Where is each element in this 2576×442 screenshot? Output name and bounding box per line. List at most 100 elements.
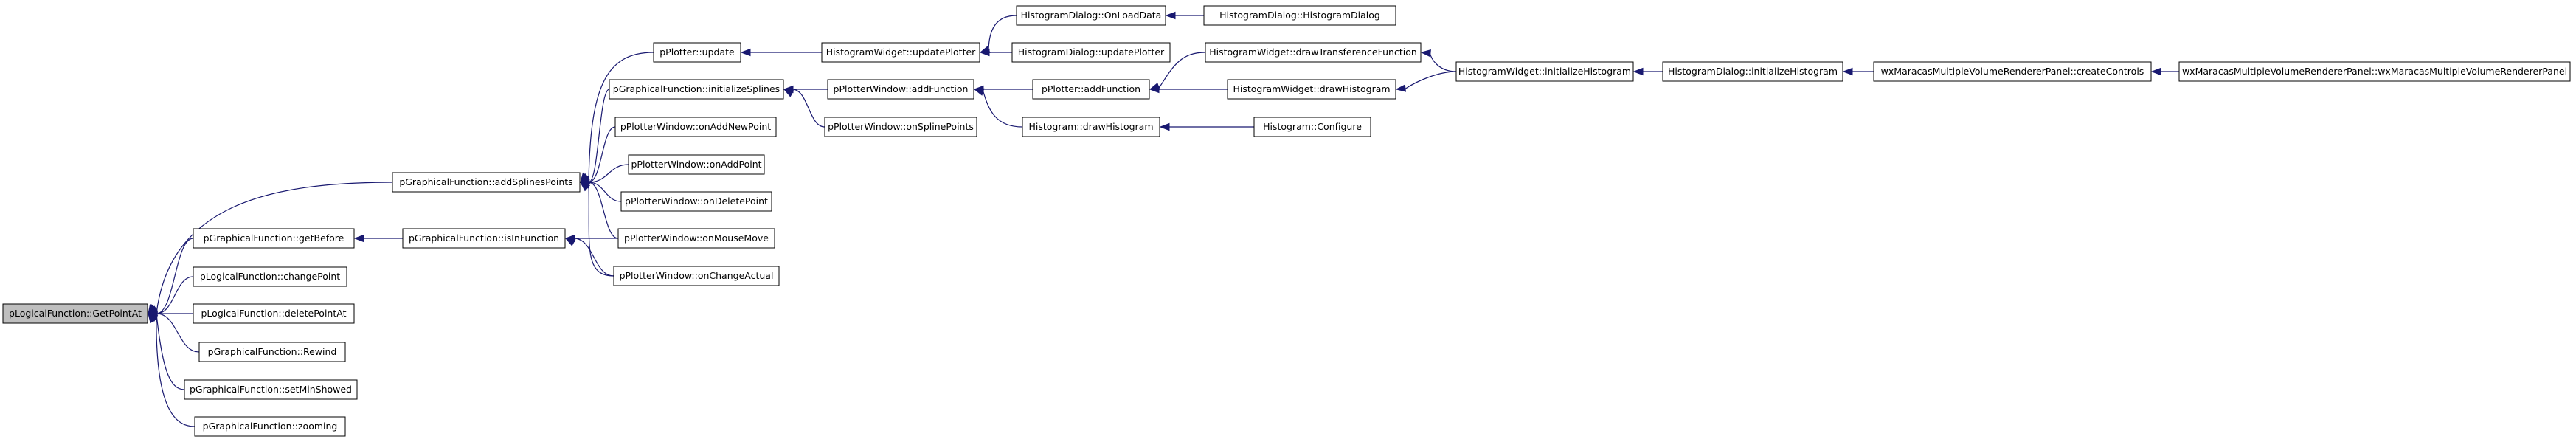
node-box[interactable] xyxy=(1873,61,2152,82)
edge-arrowhead xyxy=(1842,67,1853,76)
edge-arrowhead xyxy=(783,89,794,97)
edge-line xyxy=(588,164,629,183)
call-edge xyxy=(1632,67,1663,76)
node-box[interactable] xyxy=(184,379,358,400)
node-label: HistogramWidget::updatePlotter xyxy=(826,46,976,58)
node-changepoint[interactable]: pLogicalFunction::changePoint xyxy=(193,266,347,287)
call-edge xyxy=(2150,67,2179,76)
node-box[interactable] xyxy=(1203,5,1396,26)
node-label: pLogicalFunction::changePoint xyxy=(200,271,340,282)
call-edge xyxy=(579,182,614,277)
node-onaddpoint[interactable]: pPlotterWindow::onAddPoint xyxy=(628,154,765,175)
node-label: pPlotterWindow::onSplinePoints xyxy=(828,121,974,132)
node-label: HistogramWidget::drawTransferenceFunctio… xyxy=(1209,46,1417,58)
node-wx-createcontrols[interactable]: wxMaracasMultipleVolumeRendererPanel::cr… xyxy=(1873,61,2152,82)
node-box[interactable] xyxy=(1662,61,1843,82)
node-onsplinepoints[interactable]: pPlotterWindow::onSplinePoints xyxy=(824,117,977,137)
edge-line xyxy=(988,15,1017,53)
call-edge xyxy=(564,238,614,277)
node-getpointat[interactable]: pLogicalFunction::GetPointAt xyxy=(2,303,148,324)
node-box[interactable] xyxy=(620,191,772,212)
edge-arrowhead xyxy=(979,48,990,57)
node-getbefore[interactable]: pGraphicalFunction::getBefore xyxy=(193,228,355,249)
node-wx-ctor[interactable]: wxMaracasMultipleVolumeRendererPanel::wx… xyxy=(2178,61,2571,82)
node-box[interactable] xyxy=(827,79,974,100)
node-box[interactable] xyxy=(198,342,346,362)
node-box[interactable] xyxy=(1032,79,1150,100)
edge-line xyxy=(588,182,619,239)
node-hw-updateplotter[interactable]: HistogramWidget::updatePlotter xyxy=(821,42,980,63)
node-hd-ctor[interactable]: HistogramDialog::HistogramDialog xyxy=(1203,5,1396,26)
node-box[interactable] xyxy=(1205,42,1422,63)
node-pp-addfunction[interactable]: pPlotter::addFunction xyxy=(1032,79,1150,100)
node-label: pLogicalFunction::deletePointAt xyxy=(201,308,347,319)
edge-line xyxy=(156,313,185,390)
call-edge xyxy=(1842,67,1874,76)
node-label: pPlotterWindow::onAddNewPoint xyxy=(620,121,771,132)
node-setminshowed[interactable]: pGraphicalFunction::setMinShowed xyxy=(184,379,358,400)
node-box[interactable] xyxy=(392,172,581,193)
node-box[interactable] xyxy=(1227,79,1396,100)
node-onchangeactual[interactable]: pPlotterWindow::onChangeActual xyxy=(613,266,780,286)
node-box[interactable] xyxy=(194,416,346,437)
node-pw-addfunction[interactable]: pPlotterWindow::addFunction xyxy=(827,79,974,100)
node-h-drawhistogram[interactable]: Histogram::drawHistogram xyxy=(1022,117,1160,137)
node-label: HistogramDialog::OnLoadData xyxy=(1021,10,1162,21)
node-box[interactable] xyxy=(617,228,775,249)
edge-line xyxy=(588,182,622,202)
node-zooming[interactable]: pGraphicalFunction::zooming xyxy=(194,416,346,437)
node-box[interactable] xyxy=(653,42,741,63)
node-box[interactable] xyxy=(613,266,780,286)
node-box[interactable] xyxy=(614,117,777,137)
call-edge xyxy=(1420,49,1457,72)
node-hw-drawtransf[interactable]: HistogramWidget::drawTransferenceFunctio… xyxy=(1205,42,1422,63)
node-box[interactable] xyxy=(824,117,977,137)
node-deletepointat[interactable]: pLogicalFunction::deletePointAt xyxy=(193,303,355,324)
node-box[interactable] xyxy=(193,266,347,287)
node-box[interactable] xyxy=(628,154,765,175)
call-edge xyxy=(148,312,195,427)
edge-line xyxy=(156,182,393,314)
edge-arrowhead xyxy=(973,88,985,96)
node-hd-onloaddata[interactable]: HistogramDialog::OnLoadData xyxy=(1016,5,1166,26)
node-pplotter-update[interactable]: pPlotter::update xyxy=(653,42,741,63)
node-label: pLogicalFunction::GetPointAt xyxy=(9,308,142,319)
edge-arrowhead xyxy=(1149,85,1160,94)
node-box[interactable] xyxy=(193,303,355,324)
node-hd-inithist[interactable]: HistogramDialog::initializeHistogram xyxy=(1662,61,1843,82)
node-box[interactable] xyxy=(821,42,980,63)
node-box[interactable] xyxy=(193,228,355,249)
node-label: wxMaracasMultipleVolumeRendererPanel::wx… xyxy=(2182,66,2567,77)
node-onaddnewpoint[interactable]: pPlotterWindow::onAddNewPoint xyxy=(614,117,777,137)
node-h-configure[interactable]: Histogram::Configure xyxy=(1253,117,1371,137)
node-rewind[interactable]: pGraphicalFunction::Rewind xyxy=(198,342,346,362)
node-box[interactable] xyxy=(609,79,784,100)
edge-arrowhead xyxy=(1420,49,1431,58)
edge-line xyxy=(588,89,610,183)
node-hd-updateplotter[interactable]: HistogramDialog::updatePlotter xyxy=(1011,42,1171,63)
node-box[interactable] xyxy=(1011,42,1171,63)
node-addsplines[interactable]: pGraphicalFunction::addSplinesPoints xyxy=(392,172,581,193)
node-box[interactable] xyxy=(1016,5,1166,26)
node-initsplines[interactable]: pGraphicalFunction::initializeSplines xyxy=(609,79,784,100)
node-ondeletepoint[interactable]: pPlotterWindow::onDeletePoint xyxy=(620,191,772,212)
node-hw-drawhist[interactable]: HistogramWidget::drawHistogram xyxy=(1227,79,1396,100)
edge-line xyxy=(982,89,1023,128)
node-box[interactable] xyxy=(1022,117,1160,137)
node-isinfunction[interactable]: pGraphicalFunction::isInFunction xyxy=(402,228,566,249)
node-box[interactable] xyxy=(2178,61,2571,82)
call-edge xyxy=(579,126,616,183)
edge-arrowhead xyxy=(148,312,157,324)
node-box[interactable] xyxy=(1253,117,1371,137)
node-box[interactable] xyxy=(1455,61,1634,82)
node-label: HistogramDialog::initializeHistogram xyxy=(1668,66,1838,77)
node-box[interactable] xyxy=(2,303,148,324)
edge-line xyxy=(156,313,195,427)
node-label: pGraphicalFunction::Rewind xyxy=(208,346,337,357)
call-edge xyxy=(979,48,1012,57)
node-box[interactable] xyxy=(402,228,566,249)
node-hw-inithist[interactable]: HistogramWidget::initializeHistogram xyxy=(1455,61,1634,82)
node-onmousemove[interactable]: pPlotterWindow::onMouseMove xyxy=(617,228,775,249)
node-label: pGraphicalFunction::setMinShowed xyxy=(190,384,352,395)
